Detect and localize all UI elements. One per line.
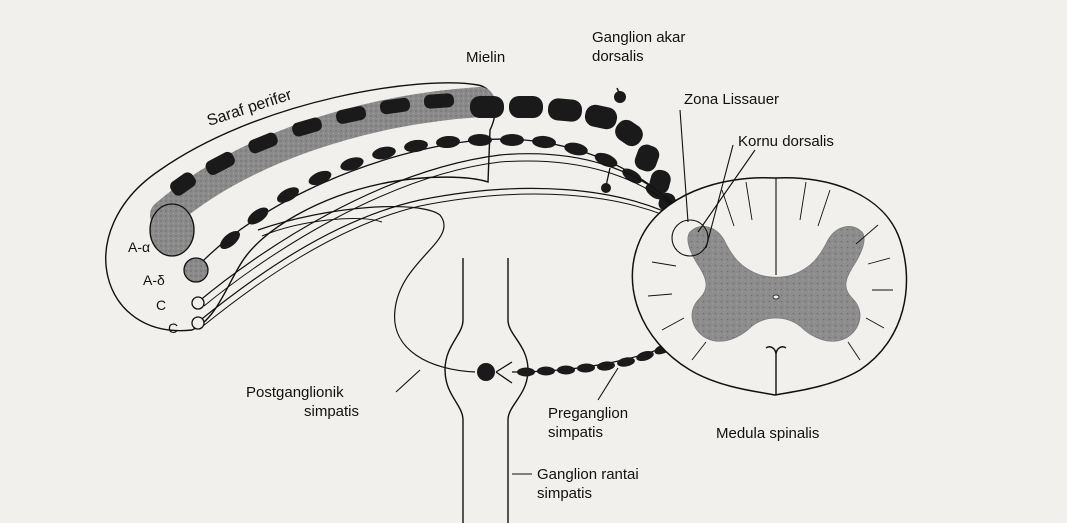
c-fiber-1b — [204, 161, 682, 306]
label-ganglion-rantai-1: Ganglion rantai — [537, 466, 639, 483]
label-a-alpha: A-α — [128, 239, 150, 255]
label-postganglionik-2: simpatis — [304, 403, 359, 420]
label-ganglion-akar-2: dorsalis — [592, 48, 644, 65]
label-mielin: Mielin — [466, 49, 505, 66]
label-ganglion-rantai-2: simpatis — [537, 485, 592, 502]
label-ganglion-akar-1: Ganglion akar — [592, 29, 685, 46]
postganglionic-fiber-2 — [262, 218, 382, 236]
a-delta-ganglion-cell — [601, 183, 611, 193]
label-medula-spinalis: Medula spinalis — [716, 425, 819, 442]
label-preganglion-1: Preganglion — [548, 405, 628, 422]
c-fiber-2-end — [192, 317, 204, 329]
dorsal-root-ganglion-cell — [614, 91, 626, 103]
c-fiber-1-end — [192, 297, 204, 309]
postganglionic-fiber — [258, 207, 475, 372]
label-kornu-dorsalis: Kornu dorsalis — [738, 133, 834, 150]
sympathetic-trunk — [445, 258, 528, 523]
label-a-delta: A-δ — [143, 272, 165, 288]
sympathetic-ganglion-cell — [477, 363, 495, 381]
label-c-2: C — [168, 320, 178, 336]
a-alpha-fiber-end — [150, 204, 194, 256]
label-zona-lissauer: Zona Lissauer — [684, 91, 779, 108]
c-fiber-2b — [203, 194, 688, 326]
label-postganglionik-1: Postganglionik — [246, 384, 344, 401]
label-preganglion-2: simpatis — [548, 424, 603, 441]
a-delta-fiber-end — [184, 258, 208, 282]
spinal-cord — [632, 178, 906, 395]
c-fiber-2 — [198, 188, 686, 322]
label-c-1: C — [156, 297, 166, 313]
